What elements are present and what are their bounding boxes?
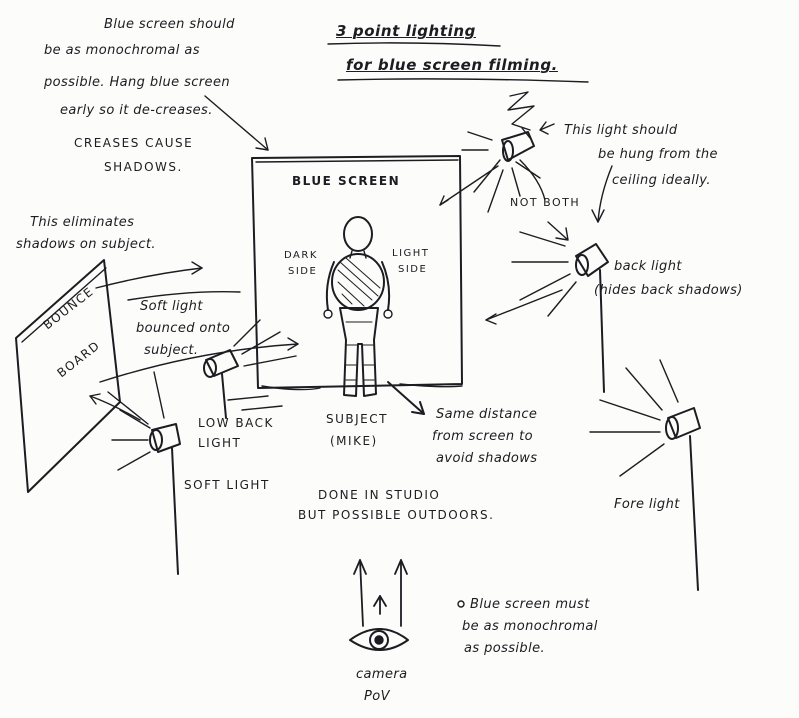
not-both-arrows	[519, 159, 569, 241]
title-line-2: for blue screen filming.	[346, 56, 558, 74]
camera-arrows	[353, 559, 408, 627]
soft-light-note-line: bounced onto	[136, 321, 231, 336]
title-line-1: 3 point lighting	[336, 22, 476, 40]
back-light	[485, 231, 609, 393]
studio-note-line: BUT POSSIBLE OUTDOORS.	[298, 508, 495, 522]
dark-side-label: DARK	[284, 250, 318, 261]
subject-label: (MIKE)	[330, 434, 378, 448]
back-light-label: back light	[614, 259, 682, 274]
top-note-line: SHADOWS.	[104, 160, 183, 174]
soft-light-label: SOFT LIGHT	[184, 478, 270, 492]
top-note-line: Blue screen should	[104, 17, 235, 32]
soft-light-note-line: subject.	[144, 343, 199, 358]
bounce-arrows	[89, 261, 299, 421]
soft-light-note-line: Soft light	[140, 299, 203, 314]
light-side-label: LIGHT	[392, 248, 430, 259]
blue-screen	[251, 155, 463, 391]
distance-arrow	[387, 381, 425, 415]
dark-side-label: SIDE	[288, 266, 318, 277]
ceiling-note-line: ceiling ideally.	[612, 173, 711, 188]
top-note-line: early so it de-creases.	[60, 103, 213, 118]
bottom-note-line: Blue screen must	[470, 597, 590, 612]
blue-screen-title: BLUE SCREEN	[292, 174, 401, 188]
not-both-label: NOT BOTH	[510, 196, 581, 209]
title-underline	[327, 42, 589, 83]
eliminates-note-line: This eliminates	[30, 215, 135, 230]
ceiling-note-line: This light should	[564, 123, 678, 138]
fore-light-lamp	[589, 359, 701, 591]
top-note-line: CREASES CAUSE	[74, 136, 194, 150]
low-back-light	[203, 319, 297, 419]
top-note-line: possible. Hang blue screen	[44, 75, 230, 90]
soft-light-lamp	[107, 371, 181, 575]
ceiling-lamp	[439, 91, 555, 213]
camera-label: PoV	[364, 689, 390, 704]
eye-icon	[349, 628, 409, 651]
distance-note-line: avoid shadows	[436, 451, 538, 466]
fore-light-label: Fore light	[614, 497, 680, 512]
bottom-note-line: as possible.	[464, 641, 546, 656]
distance-note-line: from screen to	[432, 429, 533, 444]
ceiling-note-line: be hung from the	[598, 147, 718, 162]
subject-figure	[323, 216, 393, 397]
distance-note-line: Same distance	[436, 407, 538, 422]
note-arrow	[204, 95, 269, 151]
low-back-light-label: LIGHT	[198, 436, 242, 450]
studio-note-line: DONE IN STUDIO	[318, 488, 441, 502]
bullet-dot	[457, 600, 465, 608]
ceiling-note-arrow	[591, 165, 613, 223]
back-light-label: (hides back shadows)	[594, 283, 743, 298]
top-note-line: be as monochromal as	[44, 43, 200, 58]
camera-label: camera	[356, 667, 408, 682]
low-back-light-label: LOW BACK	[198, 416, 274, 430]
eliminates-note-line: shadows on subject.	[16, 237, 156, 252]
bottom-note-line: be as monochromal	[462, 619, 598, 634]
light-side-label: SIDE	[398, 264, 428, 275]
subject-label: SUBJECT	[326, 412, 388, 426]
